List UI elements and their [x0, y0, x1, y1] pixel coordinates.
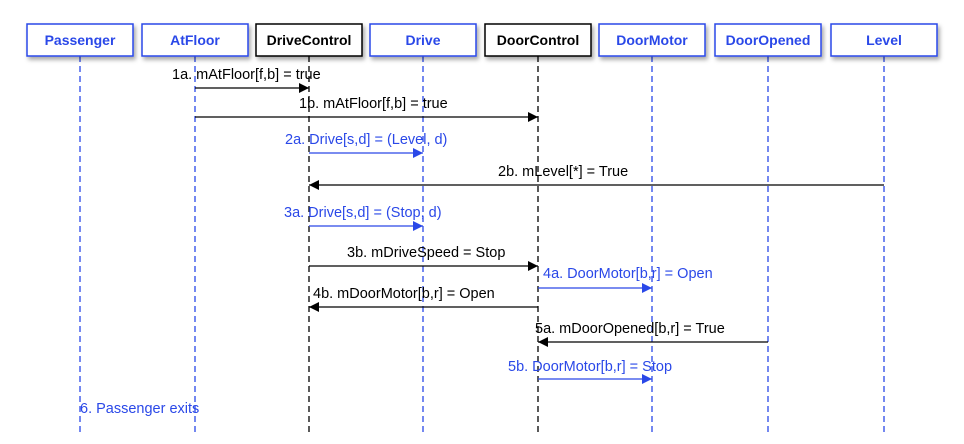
message-3b-label: 3b. mDriveSpeed = Stop: [347, 245, 505, 261]
message-2b: 2b. mLevel[*] = True: [309, 164, 884, 190]
notes: 6. Passenger exits: [80, 401, 199, 417]
doorcontrol-label: DoorControl: [497, 32, 579, 48]
dooropened-label: DoorOpened: [726, 32, 811, 48]
message-2b-label: 2b. mLevel[*] = True: [498, 164, 628, 180]
level-participant: Level: [830, 23, 938, 57]
message-5a-label: 5a. mDoorOpened[b,r] = True: [535, 321, 725, 337]
drivecontrol-label: DriveControl: [267, 32, 352, 48]
message-4a-label: 4a. DoorMotor[b,r] = Open: [543, 266, 713, 282]
message-4b-label: 4b. mDoorMotor[b,r] = Open: [313, 286, 495, 302]
passenger-label: Passenger: [45, 32, 116, 48]
drivecontrol-box: [255, 23, 363, 57]
message-4b: 4b. mDoorMotor[b,r] = Open: [309, 286, 538, 312]
message-5b: 5b. DoorMotor[b,r] = Stop: [508, 359, 672, 384]
dooropened-participant: DoorOpened: [714, 23, 822, 57]
message-3a-label: 3a. Drive[s,d] = (Stop, d): [284, 205, 442, 221]
atfloor-participant: AtFloor: [141, 23, 249, 57]
doormotor-label: DoorMotor: [616, 32, 688, 48]
messages: 1a. mAtFloor[f,b] = true 1b. mAtFloor[f,b…: [172, 67, 884, 384]
message-1b-label: 1b. mAtFloor[f,b] = true: [299, 96, 448, 112]
dooropened-box: [714, 23, 822, 57]
message-1a: 1a. mAtFloor[f,b] = true: [172, 67, 321, 93]
atfloor-box: [141, 23, 249, 57]
drivecontrol-participant: DriveControl: [255, 23, 363, 57]
message-1b: 1b. mAtFloor[f,b] = true: [195, 96, 538, 122]
doormotor-participant: DoorMotor: [598, 23, 706, 57]
drive-box: [369, 23, 477, 57]
doorcontrol-box: [484, 23, 592, 57]
message-5a: 5a. mDoorOpened[b,r] = True: [535, 321, 768, 347]
doorcontrol-participant: DoorControl: [484, 23, 592, 57]
message-1a-label: 1a. mAtFloor[f,b] = true: [172, 67, 321, 83]
passenger-participant: Passenger: [26, 23, 134, 57]
lifelines: [79, 56, 885, 436]
message-3a: 3a. Drive[s,d] = (Stop, d): [284, 205, 442, 231]
message-2a: 2a. Drive[s,d] = (Level, d): [285, 132, 447, 158]
doormotor-box: [598, 23, 706, 57]
message-2a-label: 2a. Drive[s,d] = (Level, d): [285, 132, 447, 148]
atfloor-label: AtFloor: [170, 32, 220, 48]
message-4a: 4a. DoorMotor[b,r] = Open: [538, 266, 713, 293]
message-3b: 3b. mDriveSpeed = Stop: [309, 245, 538, 271]
message-5b-label: 5b. DoorMotor[b,r] = Stop: [508, 359, 672, 375]
passenger-box: [26, 23, 134, 57]
note-6: 6. Passenger exits: [80, 401, 199, 417]
drive-label: Drive: [405, 32, 440, 48]
level-box: [830, 23, 938, 57]
level-label: Level: [866, 32, 902, 48]
participant-boxes: Passenger AtFloor DriveControl Drive DoorCon…: [26, 23, 938, 57]
drive-participant: Drive: [369, 23, 477, 57]
